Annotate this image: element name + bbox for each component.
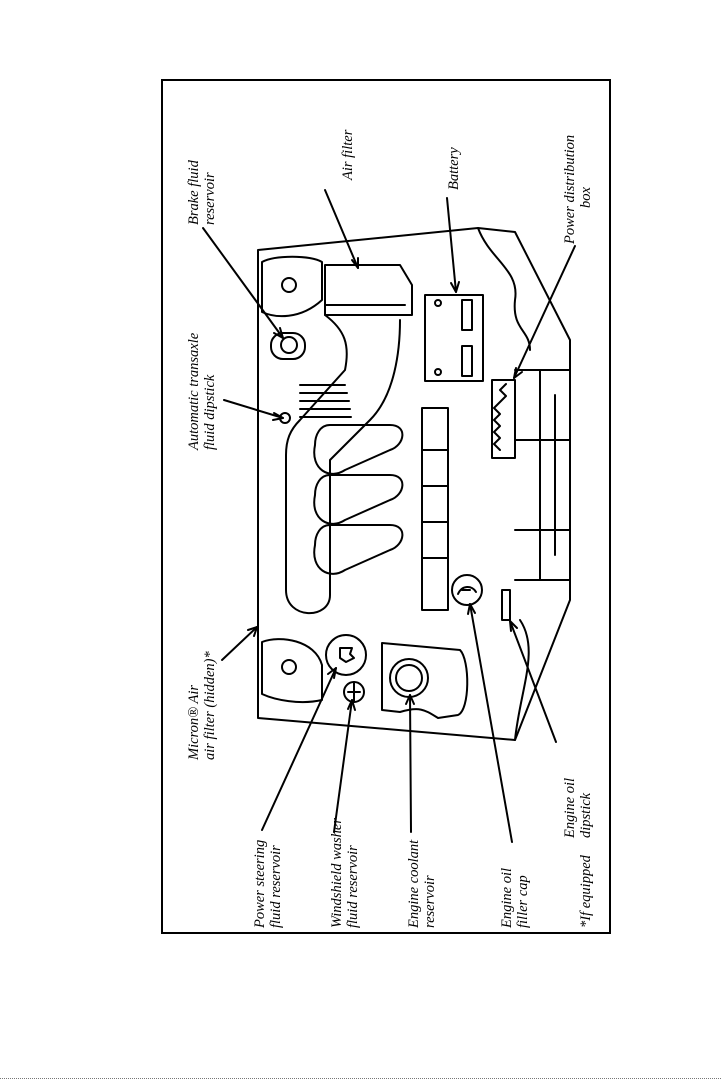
bumper-beam-lower xyxy=(515,530,570,580)
svg-text:Battery: Battery xyxy=(446,147,462,190)
leader-air-filter xyxy=(325,190,358,268)
power-distribution-box xyxy=(492,380,515,458)
battery-bolt-2 xyxy=(435,369,441,375)
bumper-beam xyxy=(515,370,570,440)
washer-cap xyxy=(348,682,360,702)
battery-terminal-1 xyxy=(462,300,472,330)
svg-text:*If equipped: *If equipped xyxy=(578,854,594,928)
leader-micron xyxy=(222,627,257,660)
svg-text:air filter (hidden)*: air filter (hidden)* xyxy=(202,651,218,760)
label-engine-oil-filler: Engine oil filler cap xyxy=(499,868,531,929)
intake-runner-2 xyxy=(314,475,402,524)
power-steering-cap xyxy=(340,648,354,662)
leader-power-steering xyxy=(262,668,336,830)
svg-text:Power distribution: Power distribution xyxy=(562,135,578,245)
coolant-cap-inner xyxy=(396,665,422,691)
svg-text:fluid dipstick: fluid dipstick xyxy=(202,374,218,450)
coil-block-3 xyxy=(422,486,448,522)
svg-text:Micron® Air: Micron® Air xyxy=(186,685,202,761)
svg-text:filler cap: filler cap xyxy=(515,875,531,928)
strut-tower-bottom xyxy=(262,639,322,702)
svg-text:box: box xyxy=(578,187,594,209)
label-power-distribution: Power distribution box xyxy=(562,135,594,245)
battery-terminal-2 xyxy=(462,346,472,376)
brake-fluid-cap xyxy=(281,337,297,353)
label-transaxle: Automatic transaxle fluid dipstick xyxy=(186,332,218,451)
coil-block-4 xyxy=(422,522,448,558)
label-battery: Battery xyxy=(446,147,462,190)
leader-transaxle xyxy=(224,400,283,418)
leader-power-distribution xyxy=(514,246,575,378)
label-if-equipped: *If equipped xyxy=(578,854,594,928)
battery-bolt-1 xyxy=(435,300,441,306)
label-engine-oil-dipstick: Engine oil dipstick xyxy=(562,778,594,839)
coil-block-5 xyxy=(422,558,448,610)
svg-text:fluid reservoir: fluid reservoir xyxy=(268,845,284,928)
oil-filler-symbol xyxy=(458,587,476,594)
coolant-reservoir xyxy=(382,643,467,718)
leader-washer xyxy=(334,700,352,832)
strut-tower-top-bolt xyxy=(282,278,296,292)
svg-text:fluid reservoir: fluid reservoir xyxy=(345,845,361,928)
leader-brake xyxy=(203,228,283,338)
svg-text:Engine oil: Engine oil xyxy=(562,778,578,839)
svg-text:Engine oil: Engine oil xyxy=(499,868,515,929)
label-brake-fluid: Brake fluid reservoir xyxy=(186,159,218,225)
coil-block-2 xyxy=(422,450,448,486)
oil-dipstick xyxy=(502,590,510,620)
svg-text:reservoir: reservoir xyxy=(422,875,438,928)
engine-bay-outline xyxy=(258,228,570,740)
leader-coolant xyxy=(410,695,411,832)
svg-text:Automatic transaxle: Automatic transaxle xyxy=(186,332,202,451)
intake-runner-3 xyxy=(314,525,402,574)
strut-tower-top xyxy=(262,257,322,316)
svg-text:Windshield washer: Windshield washer xyxy=(329,818,345,928)
label-micron-air: Micron® Air air filter (hidden)* xyxy=(186,651,218,761)
svg-text:dipstick: dipstick xyxy=(578,792,594,838)
leader-battery xyxy=(447,198,456,292)
svg-text:Engine coolant: Engine coolant xyxy=(406,839,422,929)
battery xyxy=(425,295,483,381)
label-windshield-washer: Windshield washer fluid reservoir xyxy=(329,818,361,928)
page-bottom-rule xyxy=(0,1078,721,1079)
label-power-steering: Power steering fluid reservoir xyxy=(252,840,284,929)
strut-tower-bottom-bolt xyxy=(282,660,296,674)
svg-text:Power steering: Power steering xyxy=(252,840,268,929)
leader-oil-filler xyxy=(470,604,512,842)
air-filter-housing xyxy=(325,265,412,315)
label-air-filter: Air filter xyxy=(340,129,356,181)
label-engine-coolant: Engine coolant reservoir xyxy=(406,839,438,929)
svg-text:Air filter: Air filter xyxy=(340,129,356,181)
svg-text:Brake fluid: Brake fluid xyxy=(186,159,202,225)
svg-text:reservoir: reservoir xyxy=(202,172,218,225)
coil-block-1 xyxy=(422,408,448,450)
power-steering-reservoir xyxy=(326,635,366,675)
